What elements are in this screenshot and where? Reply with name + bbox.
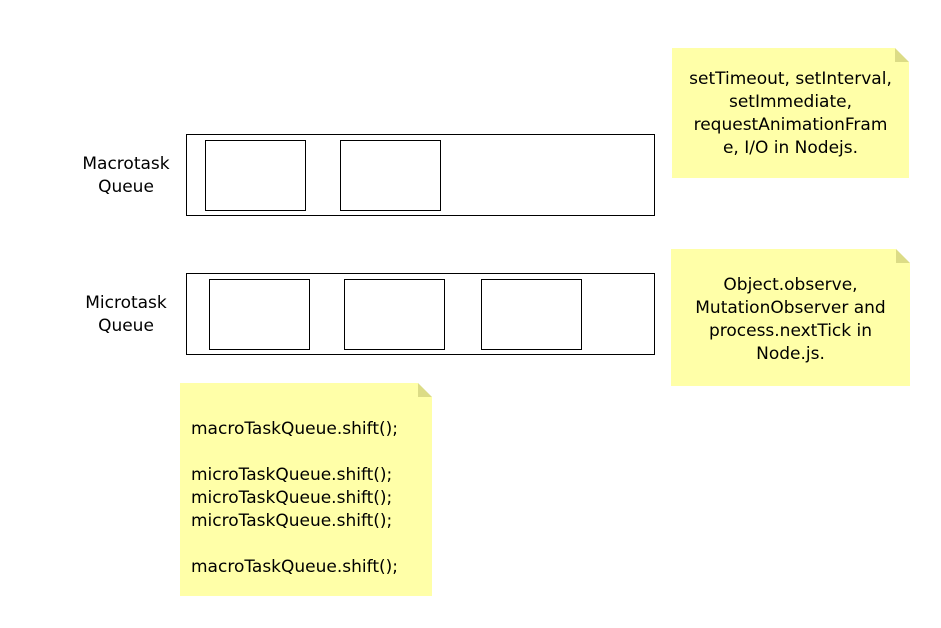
- microtask-slot: [209, 279, 310, 350]
- microtask-slot: [481, 279, 582, 350]
- macrotask-queue: [186, 134, 655, 216]
- execution-order-text: macroTaskQueue.shift(); microTaskQueue.s…: [191, 419, 398, 577]
- macrotask-slot: [340, 140, 441, 211]
- microtask-queue-label: Microtask Queue: [85, 293, 167, 336]
- microtask-sources-note: Object.observe, MutationObserver and pro…: [671, 249, 910, 386]
- microtask-slot: [344, 279, 445, 350]
- microtask-sources-text: Object.observe, MutationObserver and pro…: [695, 275, 886, 364]
- macrotask-slot: [205, 140, 306, 211]
- macrotask-queue-label: Macrotask Queue: [82, 154, 170, 197]
- macrotask-sources-text: setTimeout, setInterval, setImmediate, r…: [689, 69, 892, 158]
- execution-order-note: macroTaskQueue.shift(); microTaskQueue.s…: [180, 383, 432, 596]
- macrotask-sources-note: setTimeout, setInterval, setImmediate, r…: [672, 48, 909, 178]
- microtask-queue: [186, 273, 655, 355]
